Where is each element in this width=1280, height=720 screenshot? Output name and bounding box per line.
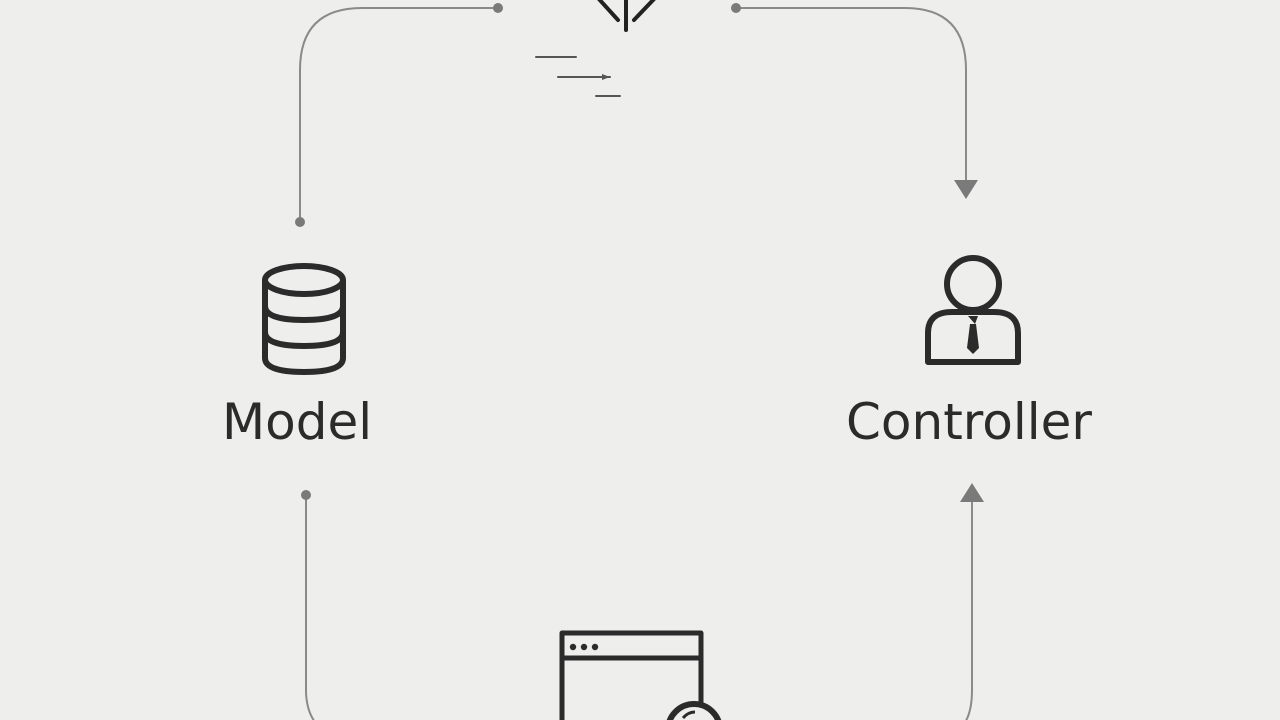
connector-dot-model-top — [295, 217, 305, 227]
magnifier-icon — [666, 701, 722, 720]
node-label-controller: Controller — [846, 393, 1092, 451]
connector-dot-model-bottom — [301, 490, 311, 500]
connector-view-to-controller — [960, 483, 984, 720]
connector-model-to-top — [295, 3, 503, 227]
browser-window-icon — [559, 630, 704, 720]
connector-dot-top-right — [731, 3, 741, 13]
connector-dot-top-left — [493, 3, 503, 13]
user-tie-icon — [925, 255, 1021, 365]
arrowhead-up-icon — [960, 483, 984, 502]
node-label-model: Model — [222, 393, 373, 451]
speed-lines-icon — [535, 56, 621, 97]
connector-model-to-view — [301, 490, 315, 720]
connector-top-to-controller — [731, 3, 978, 199]
database-icon — [262, 263, 346, 375]
arrowhead-down-icon — [954, 180, 978, 199]
split-arrow-icon — [597, 0, 656, 32]
